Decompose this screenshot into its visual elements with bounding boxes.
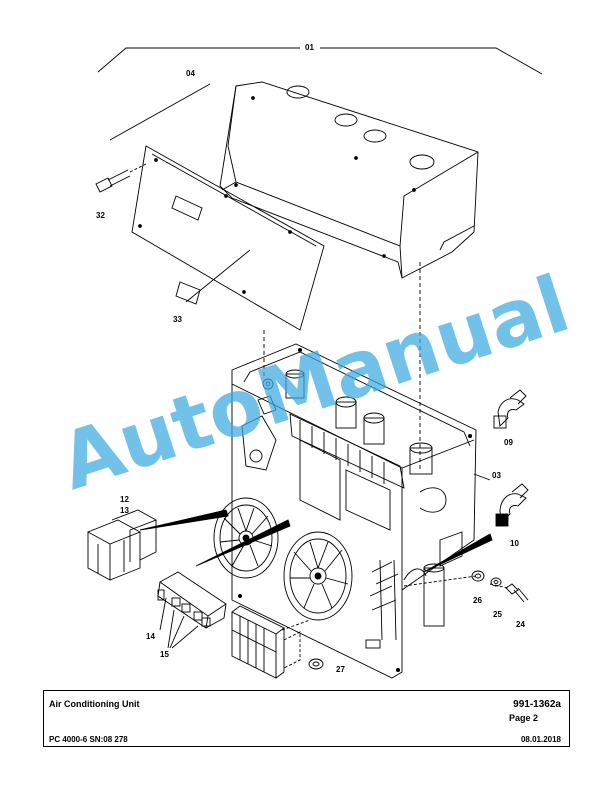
callout-13: 13	[120, 506, 129, 515]
callout-15: 15	[160, 650, 169, 659]
document-date: 08.01.2018	[520, 735, 561, 744]
bolt-24	[505, 583, 529, 603]
side-panel	[131, 145, 325, 331]
callout-14: 14	[146, 632, 155, 641]
callout-24: 24	[516, 620, 525, 629]
title-block: Air Conditioning Unit 991-1362a Page 2 P…	[43, 690, 570, 747]
callout-25: 25	[493, 610, 502, 619]
pointer-10	[423, 533, 493, 573]
hose-09	[493, 389, 527, 429]
pointer-fan	[195, 519, 291, 567]
washer-27	[308, 658, 324, 670]
callout-03: 03	[492, 471, 501, 480]
leader-03	[473, 473, 491, 481]
callout-12: 12	[120, 495, 129, 504]
drawing-title: Air Conditioning Unit	[49, 699, 140, 709]
callout-01: 01	[305, 43, 314, 52]
leader-15	[167, 609, 199, 649]
callout-27: 27	[336, 665, 345, 674]
leader-33	[185, 249, 251, 303]
ac-unit-housing	[231, 343, 477, 679]
top-cover	[219, 81, 479, 279]
callout-33: 33	[173, 315, 182, 324]
fan-left	[213, 497, 279, 579]
leader-01	[97, 47, 543, 75]
fan-right	[283, 531, 353, 621]
leader-04	[109, 83, 211, 141]
terminal-strip	[231, 605, 311, 679]
callout-32: 32	[96, 211, 105, 220]
callout-09: 09	[504, 438, 513, 447]
exploded-view-drawing: AutoManual 01 04 32 33 09 03 10 12 13 14…	[50, 43, 580, 679]
page-number: Page 2	[509, 713, 539, 723]
relay-board	[157, 571, 227, 629]
screw-32	[95, 163, 147, 193]
callout-26: 26	[473, 596, 482, 605]
hose-10	[495, 483, 529, 527]
machine-model: PC 4000-6 SN:08 278	[49, 735, 128, 744]
document-number: 991-1362a	[513, 699, 561, 710]
relay-block	[86, 509, 158, 581]
callout-04: 04	[186, 69, 195, 78]
leader-14	[159, 597, 167, 631]
pointer-12-13	[139, 509, 229, 531]
callout-10: 10	[510, 539, 519, 548]
washer-25	[490, 577, 502, 587]
